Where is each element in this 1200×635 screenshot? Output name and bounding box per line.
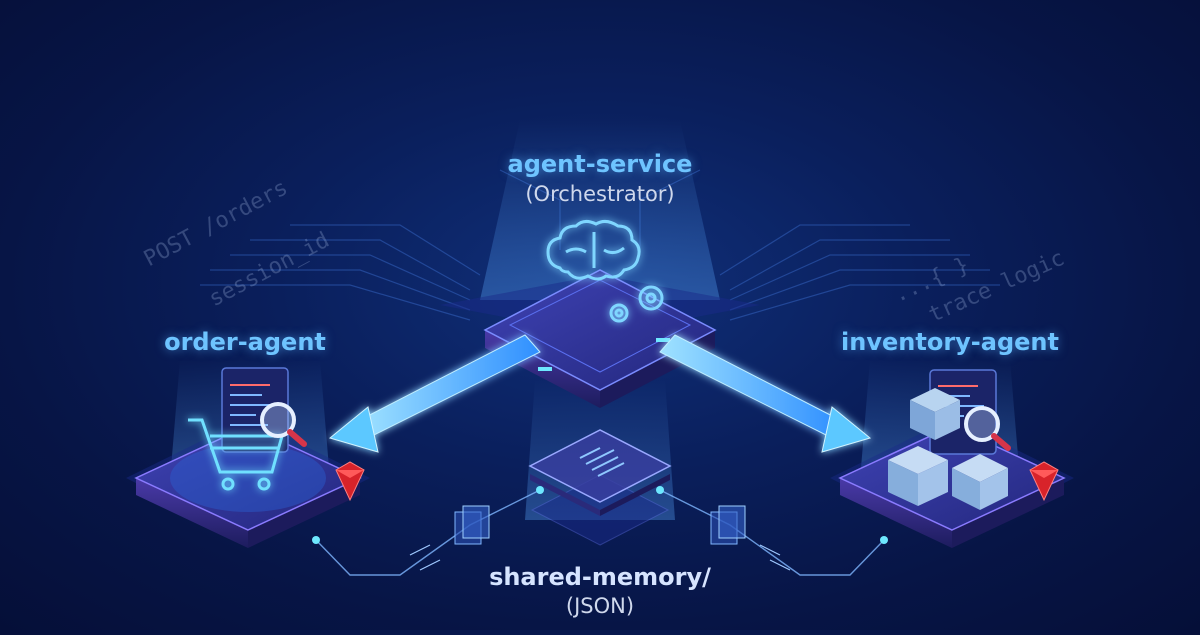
connector-node — [656, 486, 664, 494]
data-packet-right — [710, 505, 746, 545]
order-agent-platform — [126, 418, 370, 548]
arrow-to-inventory-agent — [659, 334, 872, 453]
orchestrator-beam — [480, 120, 720, 300]
shared-memory-subtitle: (JSON) — [565, 594, 635, 618]
ruby-gem-icon-right — [1029, 461, 1059, 502]
memory-connectors — [315, 489, 885, 576]
magnifier-icon — [260, 402, 307, 447]
data-packet-left — [454, 505, 490, 545]
document-lines-icon — [579, 447, 625, 477]
ruby-gem-icon — [335, 461, 365, 502]
inventory-agent-title: inventory-agent — [841, 328, 1059, 356]
inventory-agent-platform — [830, 418, 1074, 548]
orchestrator-title: agent-service — [507, 150, 693, 178]
brain-gears-icon — [546, 219, 664, 323]
connector-node — [880, 536, 888, 544]
flow-arrows — [409, 544, 791, 571]
magnifier-icon-right — [964, 406, 1011, 451]
shared-memory-title: shared-memory/ — [489, 563, 711, 591]
connector-node — [536, 486, 544, 494]
connector-node — [312, 536, 320, 544]
boxes-icon — [888, 388, 1008, 510]
order-agent-title: order-agent — [164, 328, 326, 356]
orchestrator-subtitle: (Orchestrator) — [525, 182, 675, 206]
shared-memory-platform — [528, 429, 672, 546]
arrow-to-order-agent — [328, 334, 541, 453]
